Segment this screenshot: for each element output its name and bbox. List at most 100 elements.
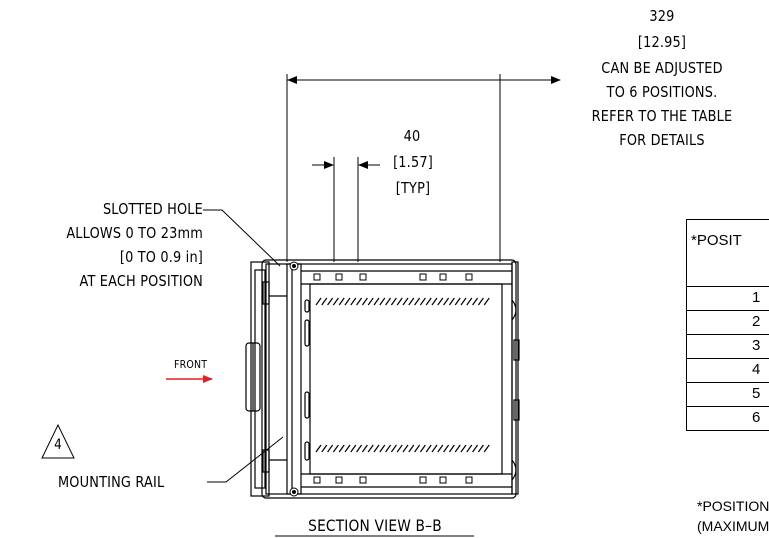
adjust-note-2: TO 6 POSITIONS. xyxy=(606,83,718,101)
pitch-dim-typ: [TYP] xyxy=(395,179,431,197)
vent-slot xyxy=(390,297,397,306)
vent-slot xyxy=(443,297,450,306)
vent-slot xyxy=(344,297,351,306)
vent-slot xyxy=(332,297,339,306)
slotted-hole-3: [0 TO 0.9 in] xyxy=(119,248,203,266)
position-row: 1 xyxy=(686,287,769,311)
overall-dimension xyxy=(286,74,561,262)
vent-slot xyxy=(460,297,467,306)
vent-slot xyxy=(385,297,392,306)
vent-slot xyxy=(437,297,444,306)
vent-slot xyxy=(350,444,357,453)
vent-slot xyxy=(396,444,403,453)
mounting-rail-label: MOUNTING RAIL xyxy=(58,473,165,491)
slotted-hole-2: ALLOWS 0 TO 23mm xyxy=(66,224,203,242)
front-label: FRONT xyxy=(174,358,208,371)
note-number: 4 xyxy=(54,437,62,453)
adjust-note-4: FOR DETAILS xyxy=(619,131,705,149)
rail-holes xyxy=(313,273,473,484)
vent-slot xyxy=(373,297,380,306)
chassis xyxy=(245,259,520,499)
pitch-dimension xyxy=(312,157,380,262)
position-number: 4 xyxy=(752,361,761,378)
position-row: 6 xyxy=(686,407,769,431)
position-number: 1 xyxy=(752,289,761,306)
position-table-header: *POSIT xyxy=(686,219,769,287)
position-number: 2 xyxy=(752,313,761,330)
position-row: 4 xyxy=(686,359,769,383)
pitch-dim-mm: 40 xyxy=(403,127,421,145)
vent-slot xyxy=(361,297,368,306)
vent-slot xyxy=(379,297,386,306)
position-header-label: *POSIT xyxy=(691,232,742,249)
position-row: 2 xyxy=(686,311,769,335)
vent-slot xyxy=(327,444,334,453)
vent-slot xyxy=(321,297,328,306)
vent-slot xyxy=(431,297,438,306)
vent-slot xyxy=(338,297,345,306)
note-triangle xyxy=(41,423,75,459)
vent-slots xyxy=(315,297,490,453)
vent-slot xyxy=(460,444,467,453)
vent-slot xyxy=(414,297,421,306)
position-number: 3 xyxy=(752,337,761,354)
position-row: 5 xyxy=(686,383,769,407)
vent-slot xyxy=(454,444,461,453)
vent-slot xyxy=(466,444,473,453)
vent-slot xyxy=(483,297,490,306)
vent-slot xyxy=(419,444,426,453)
vent-slot xyxy=(443,444,450,453)
vent-slot xyxy=(466,297,473,306)
footnote-2: (MAXIMUM xyxy=(697,518,769,534)
vent-slot xyxy=(477,444,484,453)
vent-slot xyxy=(385,444,392,453)
corner-fasteners xyxy=(289,261,299,497)
vent-slot xyxy=(373,444,380,453)
vent-slot xyxy=(367,444,374,453)
vent-slot xyxy=(425,297,432,306)
overall-dim-in: [12.95] xyxy=(637,33,687,51)
overall-dim-mm: 329 xyxy=(649,7,675,25)
vent-slot xyxy=(402,444,409,453)
vent-slot xyxy=(367,297,374,306)
footnote-1: *POSITION xyxy=(697,498,769,514)
vent-slot xyxy=(477,297,484,306)
vent-slot xyxy=(472,444,479,453)
position-row: 3 xyxy=(686,335,769,359)
pitch-dim-in: [1.57] xyxy=(393,153,433,171)
adjust-note-1: CAN BE ADJUSTED xyxy=(601,59,723,77)
vent-slot xyxy=(344,444,351,453)
vent-slot xyxy=(379,444,386,453)
vent-slot xyxy=(315,444,322,453)
vent-slot xyxy=(321,444,328,453)
vent-slot xyxy=(425,444,432,453)
adjust-note-3: REFER TO THE TABLE xyxy=(591,107,733,125)
vent-slot xyxy=(361,444,368,453)
vent-slot xyxy=(315,297,322,306)
vent-slot xyxy=(472,297,479,306)
vent-slot xyxy=(356,297,363,306)
slotted-hole-1: SLOTTED HOLE xyxy=(102,200,203,218)
vent-slot xyxy=(448,444,455,453)
vent-slot xyxy=(408,444,415,453)
vent-slot xyxy=(332,444,339,453)
vent-slot xyxy=(350,297,357,306)
vent-slot xyxy=(396,297,403,306)
vent-slot xyxy=(408,297,415,306)
vent-slot xyxy=(390,444,397,453)
position-number: 5 xyxy=(752,385,761,402)
vent-slot xyxy=(356,444,363,453)
position-number: 6 xyxy=(752,409,761,426)
vent-slot xyxy=(327,297,334,306)
slotted-hole-4: AT EACH POSITION xyxy=(79,272,203,290)
leader-lines xyxy=(203,209,284,483)
vent-slot xyxy=(483,444,490,453)
vent-slot xyxy=(454,297,461,306)
vent-slot xyxy=(448,297,455,306)
vent-slot xyxy=(431,444,438,453)
vent-slot xyxy=(402,297,409,306)
vent-slot xyxy=(414,444,421,453)
vent-slot xyxy=(419,297,426,306)
vent-slot xyxy=(338,444,345,453)
